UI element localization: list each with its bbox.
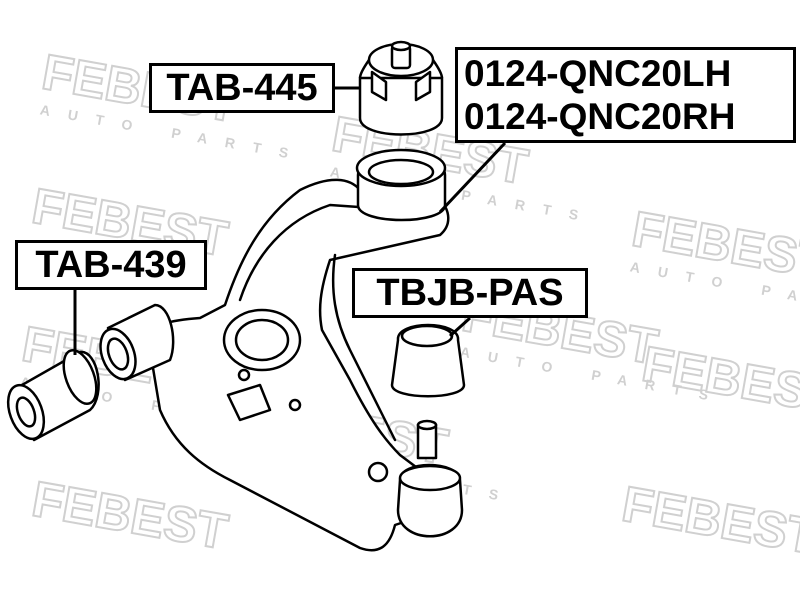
part-number: TAB-439 [35,244,187,286]
watermark-logo: FEBEST [637,335,800,426]
watermark-brand: FEBEST [28,471,232,560]
arm-bracket [226,383,272,422]
bushing-445-window [370,70,388,102]
part-number-rh: 0124-QNC20RH [464,96,736,137]
arm-hole [288,398,302,412]
bushing-445-shoulder [358,59,444,79]
bushing-439-bore [15,396,37,428]
bushing-445-window [414,70,432,102]
part-label-tab-445: TAB-445 [149,63,335,113]
ball-joint-boot-top [400,324,454,348]
arm-hole [367,461,389,483]
arm-inner-edge [331,253,397,442]
watermark-brand: FEBEST [638,336,800,425]
part-label-tab-439: TAB-439 [15,240,207,290]
front-sleeve-bore [106,337,130,371]
bushing-439-collar [62,349,98,405]
watermark-logo: FEBEST [617,475,800,566]
part-label-control-arm: 0124-QNC20LH 0124-QNC20RH [455,47,796,143]
ball-joint-housing-top [398,464,462,492]
watermark-brand: FEBEST [618,476,800,565]
control-arm-drawing [99,148,450,552]
arm-hole [237,368,251,382]
bushing-tab-439 [6,349,100,442]
arm-ridge [238,203,432,302]
watermark-logo: FEBEST AUTO PARTS [627,200,800,321]
part-number: TAB-445 [166,67,318,109]
leader-lines [73,86,507,355]
bushing-445-core-top [390,40,412,52]
part-number-lh: 0124-QNC20LH [464,53,732,94]
watermark-logo: FEBEST [27,470,233,561]
leader-control-arm [438,141,507,214]
part-label-tbjb-pas: TBJB-PAS [352,268,588,318]
leader-tbjb-pas [448,316,472,338]
top-housing-bore [367,158,435,186]
ball-joint-tbjb-pas [390,323,466,538]
ball-joint-stud-top [416,419,438,431]
bushing-tab-445 [358,40,444,136]
rear-eye-inner [234,318,290,362]
part-number: TBJB-PAS [376,272,564,314]
